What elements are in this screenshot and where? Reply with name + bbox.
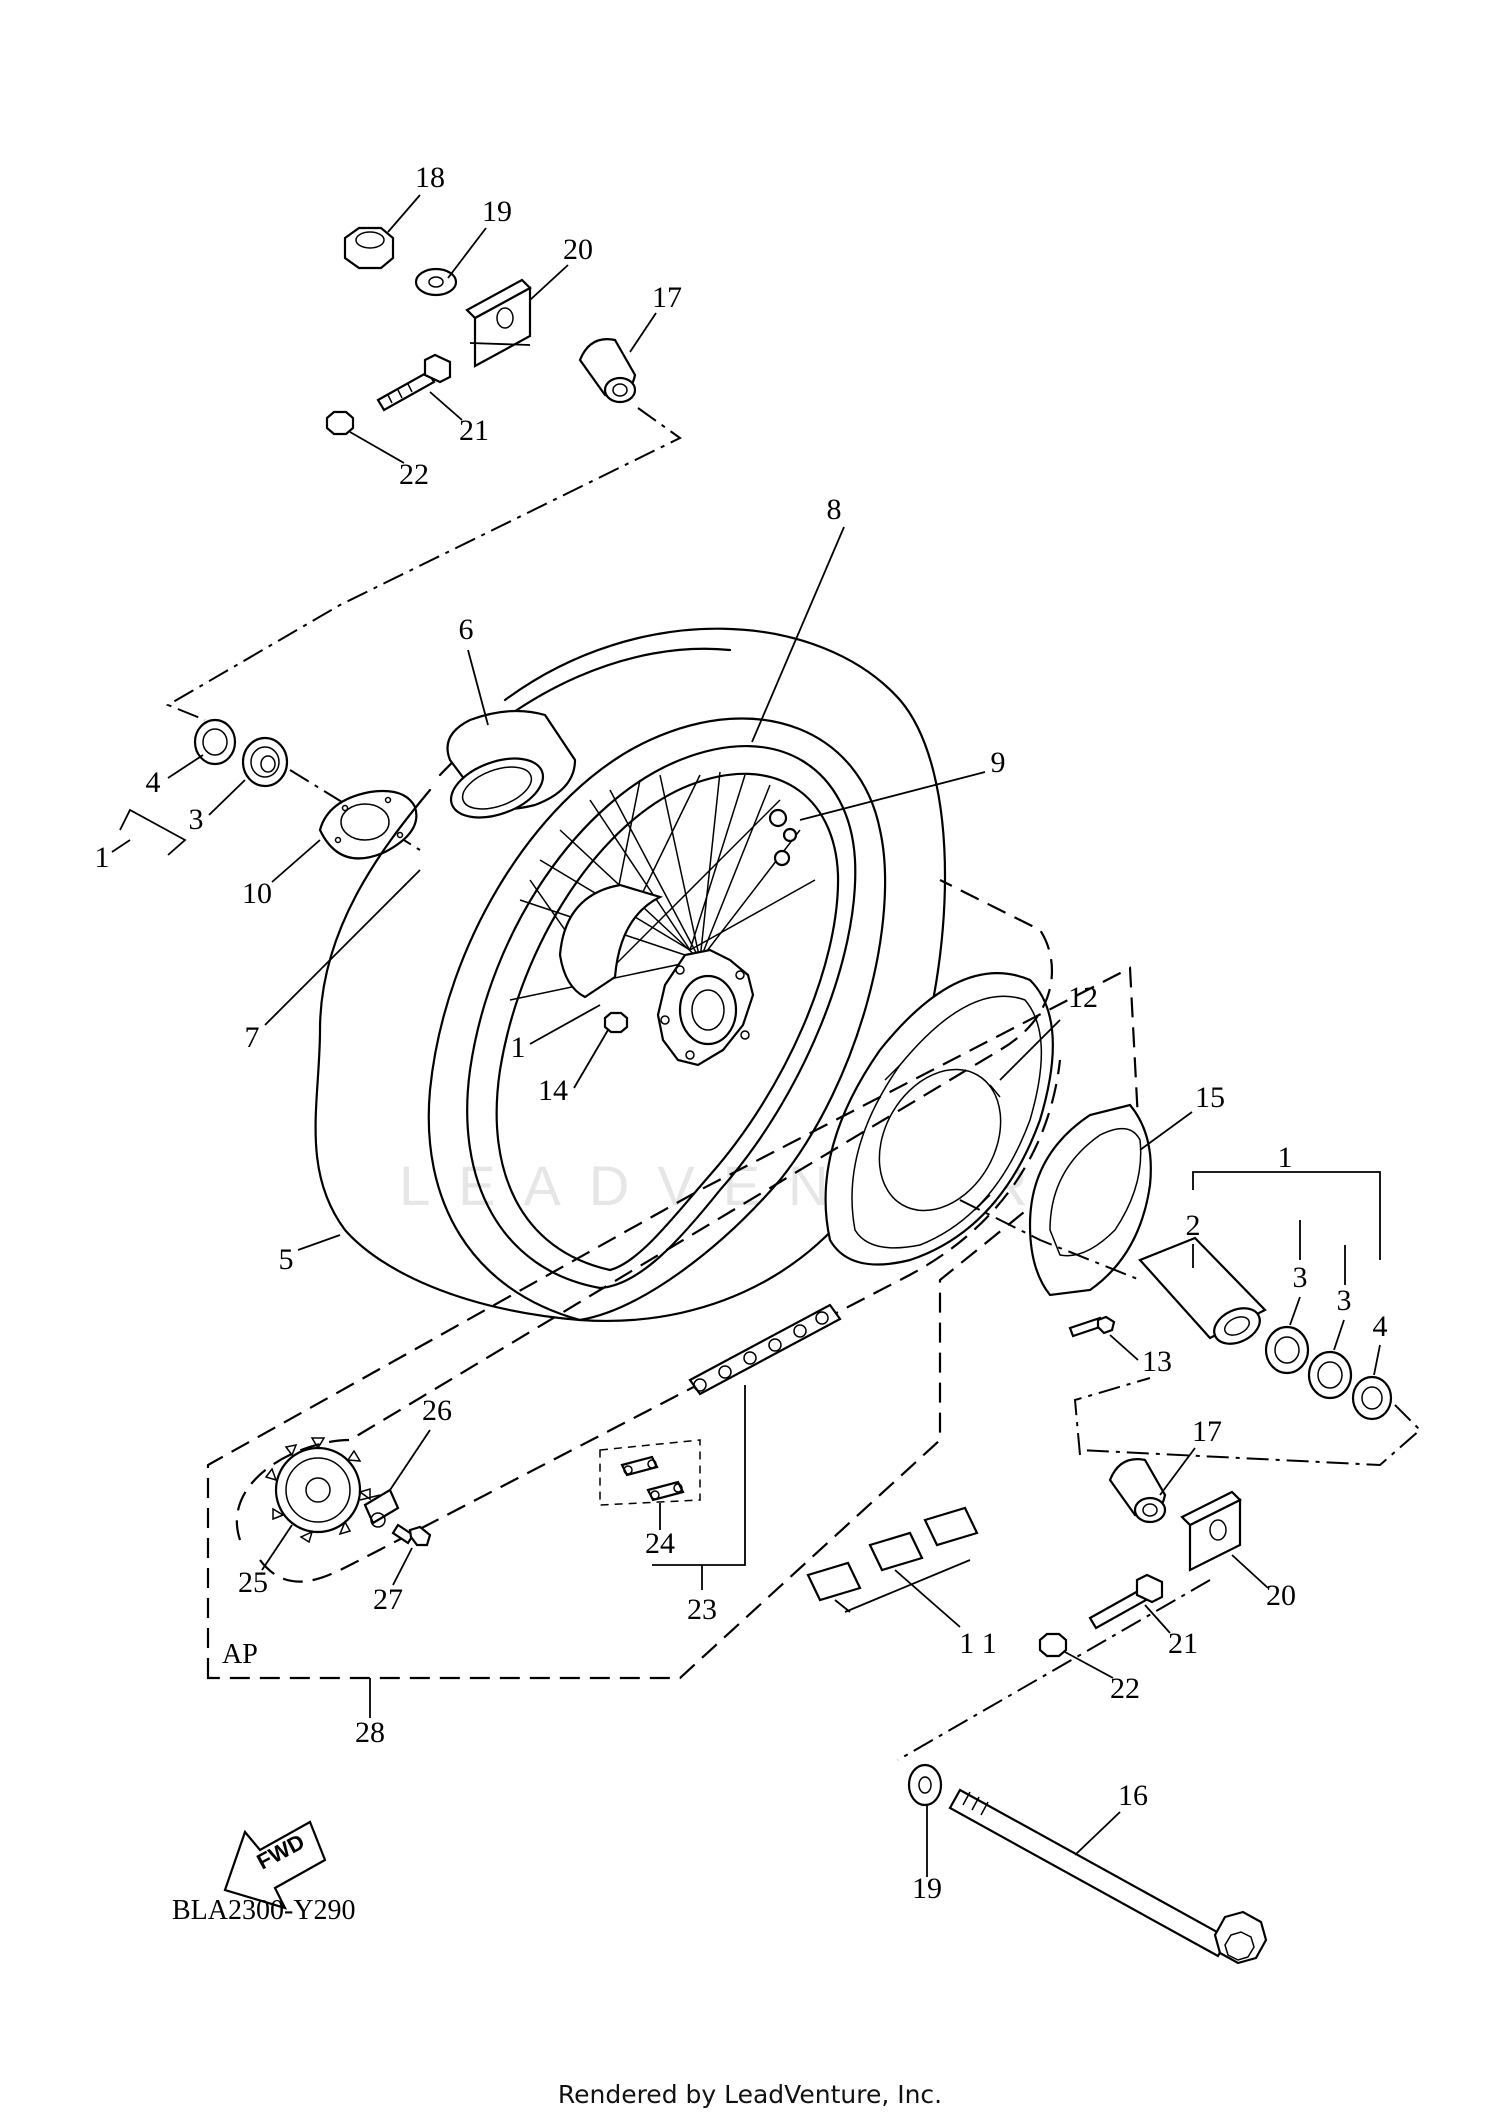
callout-c26: 26 xyxy=(422,1394,452,1427)
hub xyxy=(558,883,755,1067)
callout-c7: 7 xyxy=(245,1021,260,1054)
washer-19-top xyxy=(414,267,458,297)
bolt-21-bottom xyxy=(1088,1573,1171,1634)
ap-label: AP xyxy=(222,1639,258,1670)
retainer-26 xyxy=(363,1429,431,1528)
callout-c4b: 4 xyxy=(1373,1310,1388,1343)
callout-c6: 6 xyxy=(459,613,474,646)
valve-9 xyxy=(768,771,986,867)
callout-c13: 13 xyxy=(1142,1345,1172,1378)
callout-c28: 28 xyxy=(355,1716,385,1749)
callout-c19a: 19 xyxy=(482,195,512,228)
callout-c19b: 19 xyxy=(912,1872,942,1905)
collar-2 xyxy=(1138,1236,1267,1345)
chain-23 xyxy=(652,1303,842,1590)
collar-17-bottom xyxy=(1108,1447,1196,1524)
rim-8 xyxy=(466,744,857,1290)
nut-22-top xyxy=(325,410,355,436)
tire-5 xyxy=(314,627,947,1322)
callout-c9: 9 xyxy=(991,746,1006,779)
right-bearings xyxy=(1079,1171,1422,1467)
rear-wheel-assembly xyxy=(264,526,986,1322)
callout-c21b: 21 xyxy=(1168,1627,1198,1660)
drive-sprocket-25 xyxy=(261,1437,371,1571)
footer-credit: Rendered by LeadVenture, Inc. xyxy=(557,2080,943,2109)
callout-c1b: 1 xyxy=(511,1031,526,1064)
callout-c18: 18 xyxy=(415,161,445,194)
bolt-13 xyxy=(1068,1315,1139,1361)
rear-sprocket-12 xyxy=(824,972,1061,1266)
callout-c8: 8 xyxy=(827,493,842,526)
bolt-14 xyxy=(573,1011,629,1089)
callout-c5: 5 xyxy=(279,1243,294,1276)
bearing-3-left xyxy=(241,736,289,788)
lower-adjuster-hardware xyxy=(897,1377,1269,1761)
nut-22-bottom xyxy=(1038,1632,1114,1679)
nut-18 xyxy=(343,226,395,270)
callout-c12: 12 xyxy=(1068,981,1098,1014)
callout-c25: 25 xyxy=(238,1566,268,1599)
callout-c27: 27 xyxy=(373,1583,403,1616)
bolt-27 xyxy=(391,1523,432,1586)
callout-c17b: 17 xyxy=(1192,1415,1222,1448)
callout-c20b: 20 xyxy=(1266,1579,1296,1612)
callout-c24: 24 xyxy=(645,1527,675,1560)
callout-c1c: 1 xyxy=(1278,1141,1293,1174)
collar-17-top xyxy=(578,338,637,404)
callout-c3c: 3 xyxy=(1337,1284,1352,1317)
callout-c11: 1 1 xyxy=(959,1627,997,1660)
spokes xyxy=(509,771,816,1001)
callout-c17a: 17 xyxy=(652,281,682,314)
adjuster-plate-20-top xyxy=(465,278,532,368)
callout-c1a: 1 xyxy=(95,841,110,874)
axle-16 xyxy=(948,1788,1268,1965)
plate-10 xyxy=(271,789,418,883)
chain-outline xyxy=(235,879,1054,1541)
callout-c21a: 21 xyxy=(459,414,489,447)
upper-adjuster-hardware xyxy=(165,194,682,721)
diagram-code: BLA2300-Y290 xyxy=(172,1895,356,1926)
washer-19-bottom xyxy=(907,1763,943,1877)
callout-c3a: 3 xyxy=(189,803,204,836)
callout-c22b: 22 xyxy=(1110,1672,1140,1705)
callout-c4a: 4 xyxy=(146,766,161,799)
oil-seal-4-left xyxy=(193,718,237,766)
callout-c23: 23 xyxy=(687,1593,717,1626)
bolt-21-top xyxy=(376,353,452,412)
damper-11 xyxy=(806,1506,979,1628)
adjuster-plate-20-bottom xyxy=(1180,1490,1269,1589)
callout-c14: 14 xyxy=(538,1074,568,1107)
callout-c15: 15 xyxy=(1195,1081,1225,1114)
callout-c10: 10 xyxy=(242,877,272,910)
callout-c2: 2 xyxy=(1186,1209,1201,1242)
chain-joint-24 xyxy=(599,1439,701,1530)
callout-c22a: 22 xyxy=(399,458,429,491)
tube-6 xyxy=(446,649,577,819)
callout-c20a: 20 xyxy=(563,233,593,266)
callout-c3b: 3 xyxy=(1293,1261,1308,1294)
callout-c16: 16 xyxy=(1118,1779,1148,1812)
